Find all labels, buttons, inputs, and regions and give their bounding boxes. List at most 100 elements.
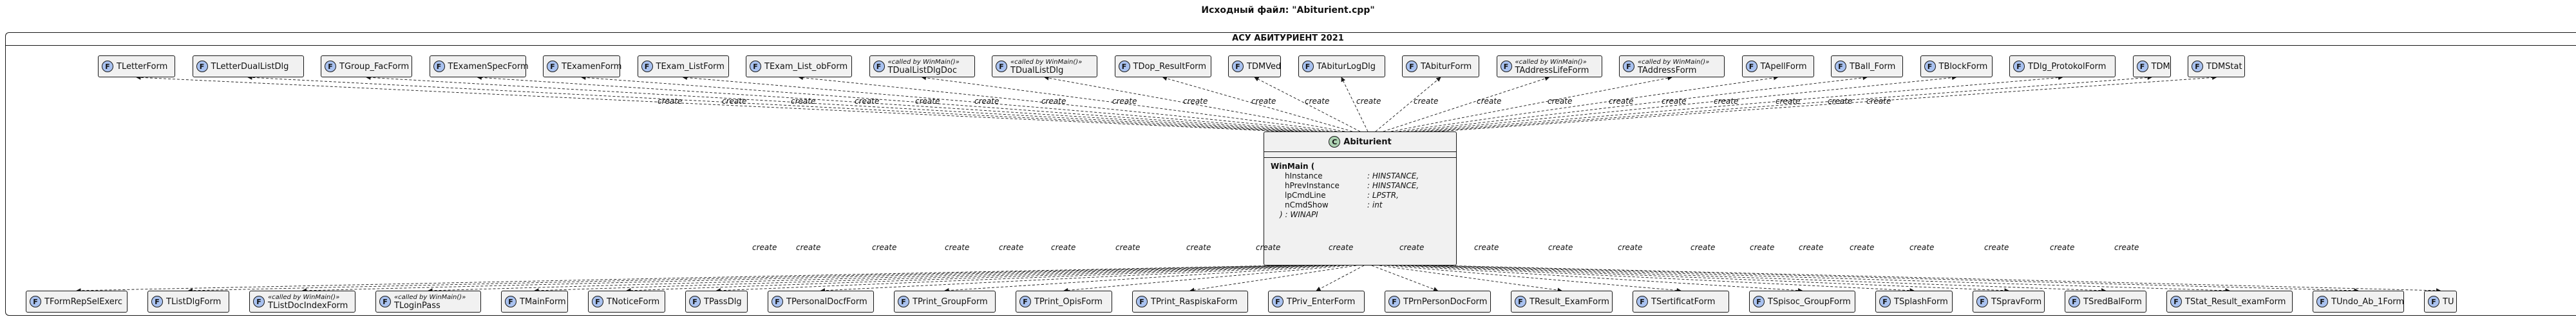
class-name: TSpisoc_GroupForm: [1768, 296, 1851, 307]
dependency-edge: [1421, 75, 2063, 132]
class-name: TAddressLifeForm: [1515, 66, 1589, 75]
class-text: TExamenForm: [562, 63, 621, 71]
edge-label: create: [796, 243, 821, 252]
class-taddressform[interactable]: F«called by WinMain()»TAddressForm: [1619, 55, 1725, 77]
class-f-icon: F: [102, 61, 113, 72]
dependency-edge: [1044, 75, 1345, 132]
edge-label: create: [974, 97, 999, 106]
class-tloginpass[interactable]: F«called by WinMain()»TLoginPass: [375, 291, 481, 313]
class-name: TAbiturForm: [1421, 61, 1472, 72]
class-stereotype: «called by WinMain()»: [394, 294, 466, 301]
edge-label: create: [1305, 97, 1330, 106]
edge-label: create: [1183, 97, 1208, 106]
class-name: TPassDlg: [704, 296, 742, 307]
class-f-icon: F: [641, 61, 653, 72]
edge-label: create: [1115, 243, 1141, 252]
dependency-edge: [534, 265, 1311, 293]
class-text: TU: [2443, 298, 2454, 306]
method-param: hPrevInstance : HINSTANCE,: [1271, 181, 1450, 191]
class-text: TSplashForm: [1894, 298, 1948, 306]
dependency-edge: [1316, 265, 1365, 291]
main-class-abiturient[interactable]: C Abiturient WinMain ( hInstance : HINST…: [1264, 131, 1457, 266]
class-tlistdocindexform[interactable]: F«called by WinMain()»TListDocIndexForm: [249, 291, 355, 313]
class-f-icon: F: [1302, 61, 1314, 72]
methods-compartment: WinMain ( hInstance : HINSTANCE, hPrevIn…: [1264, 158, 1456, 224]
class-text: TGroup_FacForm: [339, 63, 409, 71]
class-taddresslifeform[interactable]: F«called by WinMain()»TAddressLifeForm: [1496, 55, 1602, 77]
dependency-edge: [1417, 265, 2107, 293]
class-name: TExamenSpecForm: [448, 61, 529, 72]
class-name: TAddressForm: [1638, 66, 1697, 75]
package-title: АСУ АБИТУРИЕНТ 2021: [1232, 34, 1344, 43]
dependency-edge: [1371, 265, 1439, 292]
edge-label: create: [658, 97, 683, 106]
edge-label: create: [1256, 243, 1281, 252]
class-f-icon: F: [2013, 61, 2025, 72]
dependency-edge: [1254, 77, 1361, 132]
class-text: TPrint_OpisForm: [1034, 298, 1103, 306]
main-class-header: C Abiturient: [1264, 132, 1456, 152]
class-name: TPersonalDocfForm: [786, 296, 867, 307]
class-name: TUndo_Ab_1Form: [2331, 296, 2405, 307]
edge-label: create: [2114, 243, 2139, 252]
edge-label: create: [1609, 97, 1634, 106]
class-name: TSredBalForm: [2083, 296, 2142, 307]
edge-label: create: [1909, 243, 1935, 252]
class-f-icon: F: [1879, 296, 1891, 307]
class-f-icon: F: [1232, 61, 1244, 72]
class-name: TResult_ExamForm: [1530, 296, 1609, 307]
edge-label: create: [1477, 97, 1502, 106]
diagram-title: Исходный файл: "Abiturient.cpp": [1201, 5, 1375, 15]
dependency-edge: [1429, 75, 2152, 132]
edge-label: create: [1799, 243, 1824, 252]
dependency-edge: [1441, 265, 2441, 293]
param-name: hPrevInstance: [1285, 181, 1340, 190]
dependency-edge: [301, 265, 1295, 293]
class-f-icon: F: [1753, 296, 1765, 307]
class-name: TPrnPersonDocForm: [1403, 296, 1488, 307]
dependency-edge: [1414, 75, 1957, 132]
class-tduallistdlgdoc[interactable]: F«called by WinMain()»TDualListDlgDoc: [869, 55, 975, 77]
class-name: TListDocIndexForm: [268, 301, 348, 311]
class-tduallistdlg[interactable]: F«called by WinMain()»TDualListDlg: [992, 55, 1097, 77]
class-text: TPrnPersonDocForm: [1403, 298, 1487, 306]
class-f-icon: F: [1745, 61, 1757, 72]
